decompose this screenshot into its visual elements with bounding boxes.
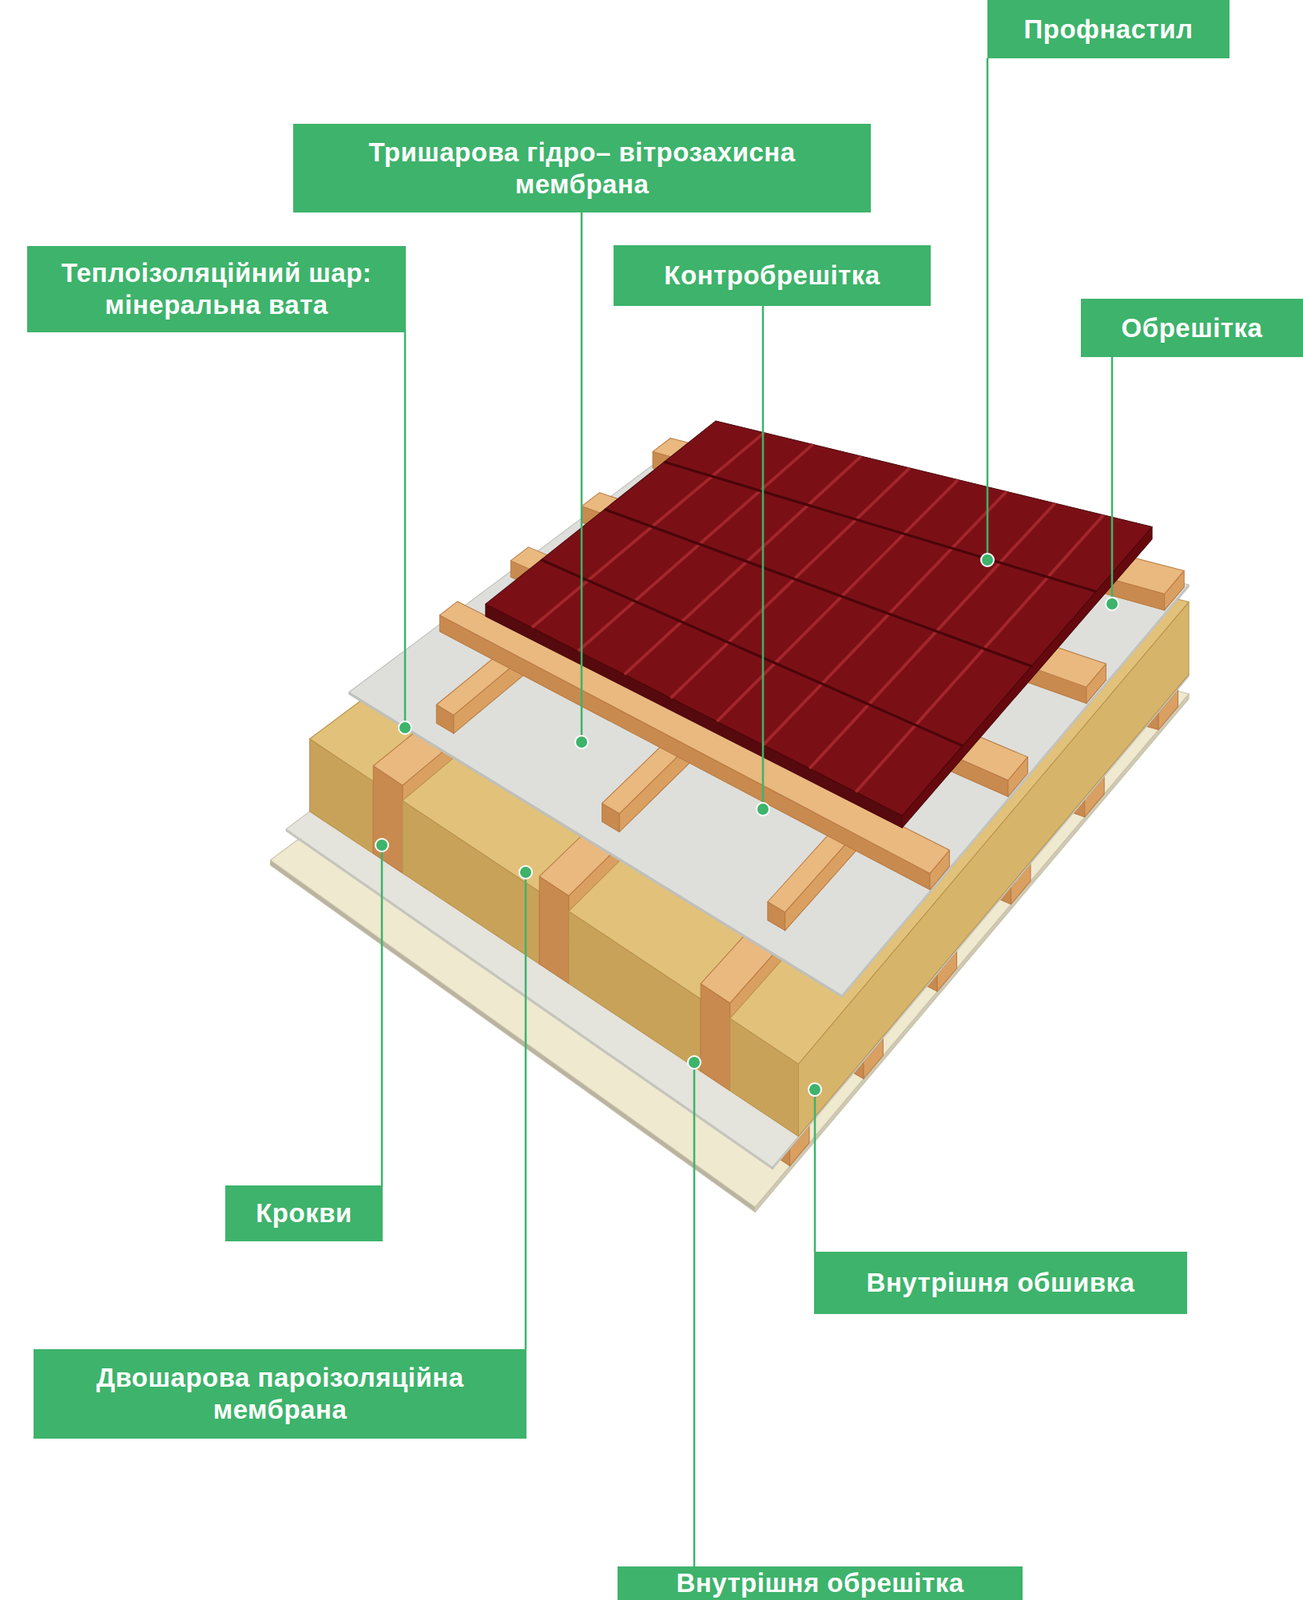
leader-line [814,1089,817,1252]
leader-dots [375,553,1119,1097]
leader-line [524,872,528,1350]
callout-label: Двошарова пароізоляційна мембрана [33,1349,527,1439]
leader-dot [1105,597,1119,611]
callout-label: Тришарова гідро– вітрозахисна мембрана [293,123,871,213]
leader-dot [808,1083,822,1097]
callout-text: Теплоізоляційний шар: мінеральна вата [38,257,395,321]
callout-label: Внутрішня обшивка [814,1251,1188,1315]
callout-label: Внутрішня обрешітка [617,1566,1023,1600]
tile-ridge [532,433,765,628]
leader-line [693,1062,696,1567]
callout-text: Обрешітка [1121,312,1264,345]
metal-tile [485,421,1153,816]
leader-line [1111,357,1114,604]
tile-ridge [624,456,862,675]
leader-line [762,305,765,810]
leader-dot [519,866,533,879]
callout-label: Теплоізоляційний шар: мінеральна вата [27,246,406,333]
leader-line [381,845,384,1186]
leader-dot [687,1056,701,1069]
callout-label: Крокви [225,1185,383,1242]
leader-line [404,332,407,728]
tile-ridge [716,479,958,722]
roof-layers [270,421,1189,1213]
callout-text: Двошарова пароізоляційна мембрана [44,1362,516,1426]
callout-label: Профнастил [987,0,1230,59]
tile-step [540,560,962,747]
callout-text: Тришарова гідро– вітрозахисна мембрана [304,136,860,200]
tile-step [663,461,1096,592]
leader-dot [756,802,770,816]
tile-ridge [578,444,814,652]
leader-dot [981,553,994,567]
leader-dot [375,838,389,852]
callout-label: Контробрешітка [613,245,931,306]
leader-lines [381,58,1113,1567]
leader-line [580,212,584,743]
callout-text: Крокви [255,1197,353,1230]
tile-ridge [671,468,910,699]
callout-text: Внутрішня обшивка [866,1267,1136,1300]
tile-ridge [762,491,1007,745]
callout-text: Контробрешітка [663,259,880,292]
callout-label: Обрешітка [1080,298,1303,358]
callout-text: Внутрішня обрешітка [675,1568,964,1599]
leader-dot [398,721,412,735]
tile-step [604,509,1032,667]
leader-dot [575,735,588,749]
leader-line [986,58,990,561]
callout-text: Профнастил [1024,13,1194,46]
